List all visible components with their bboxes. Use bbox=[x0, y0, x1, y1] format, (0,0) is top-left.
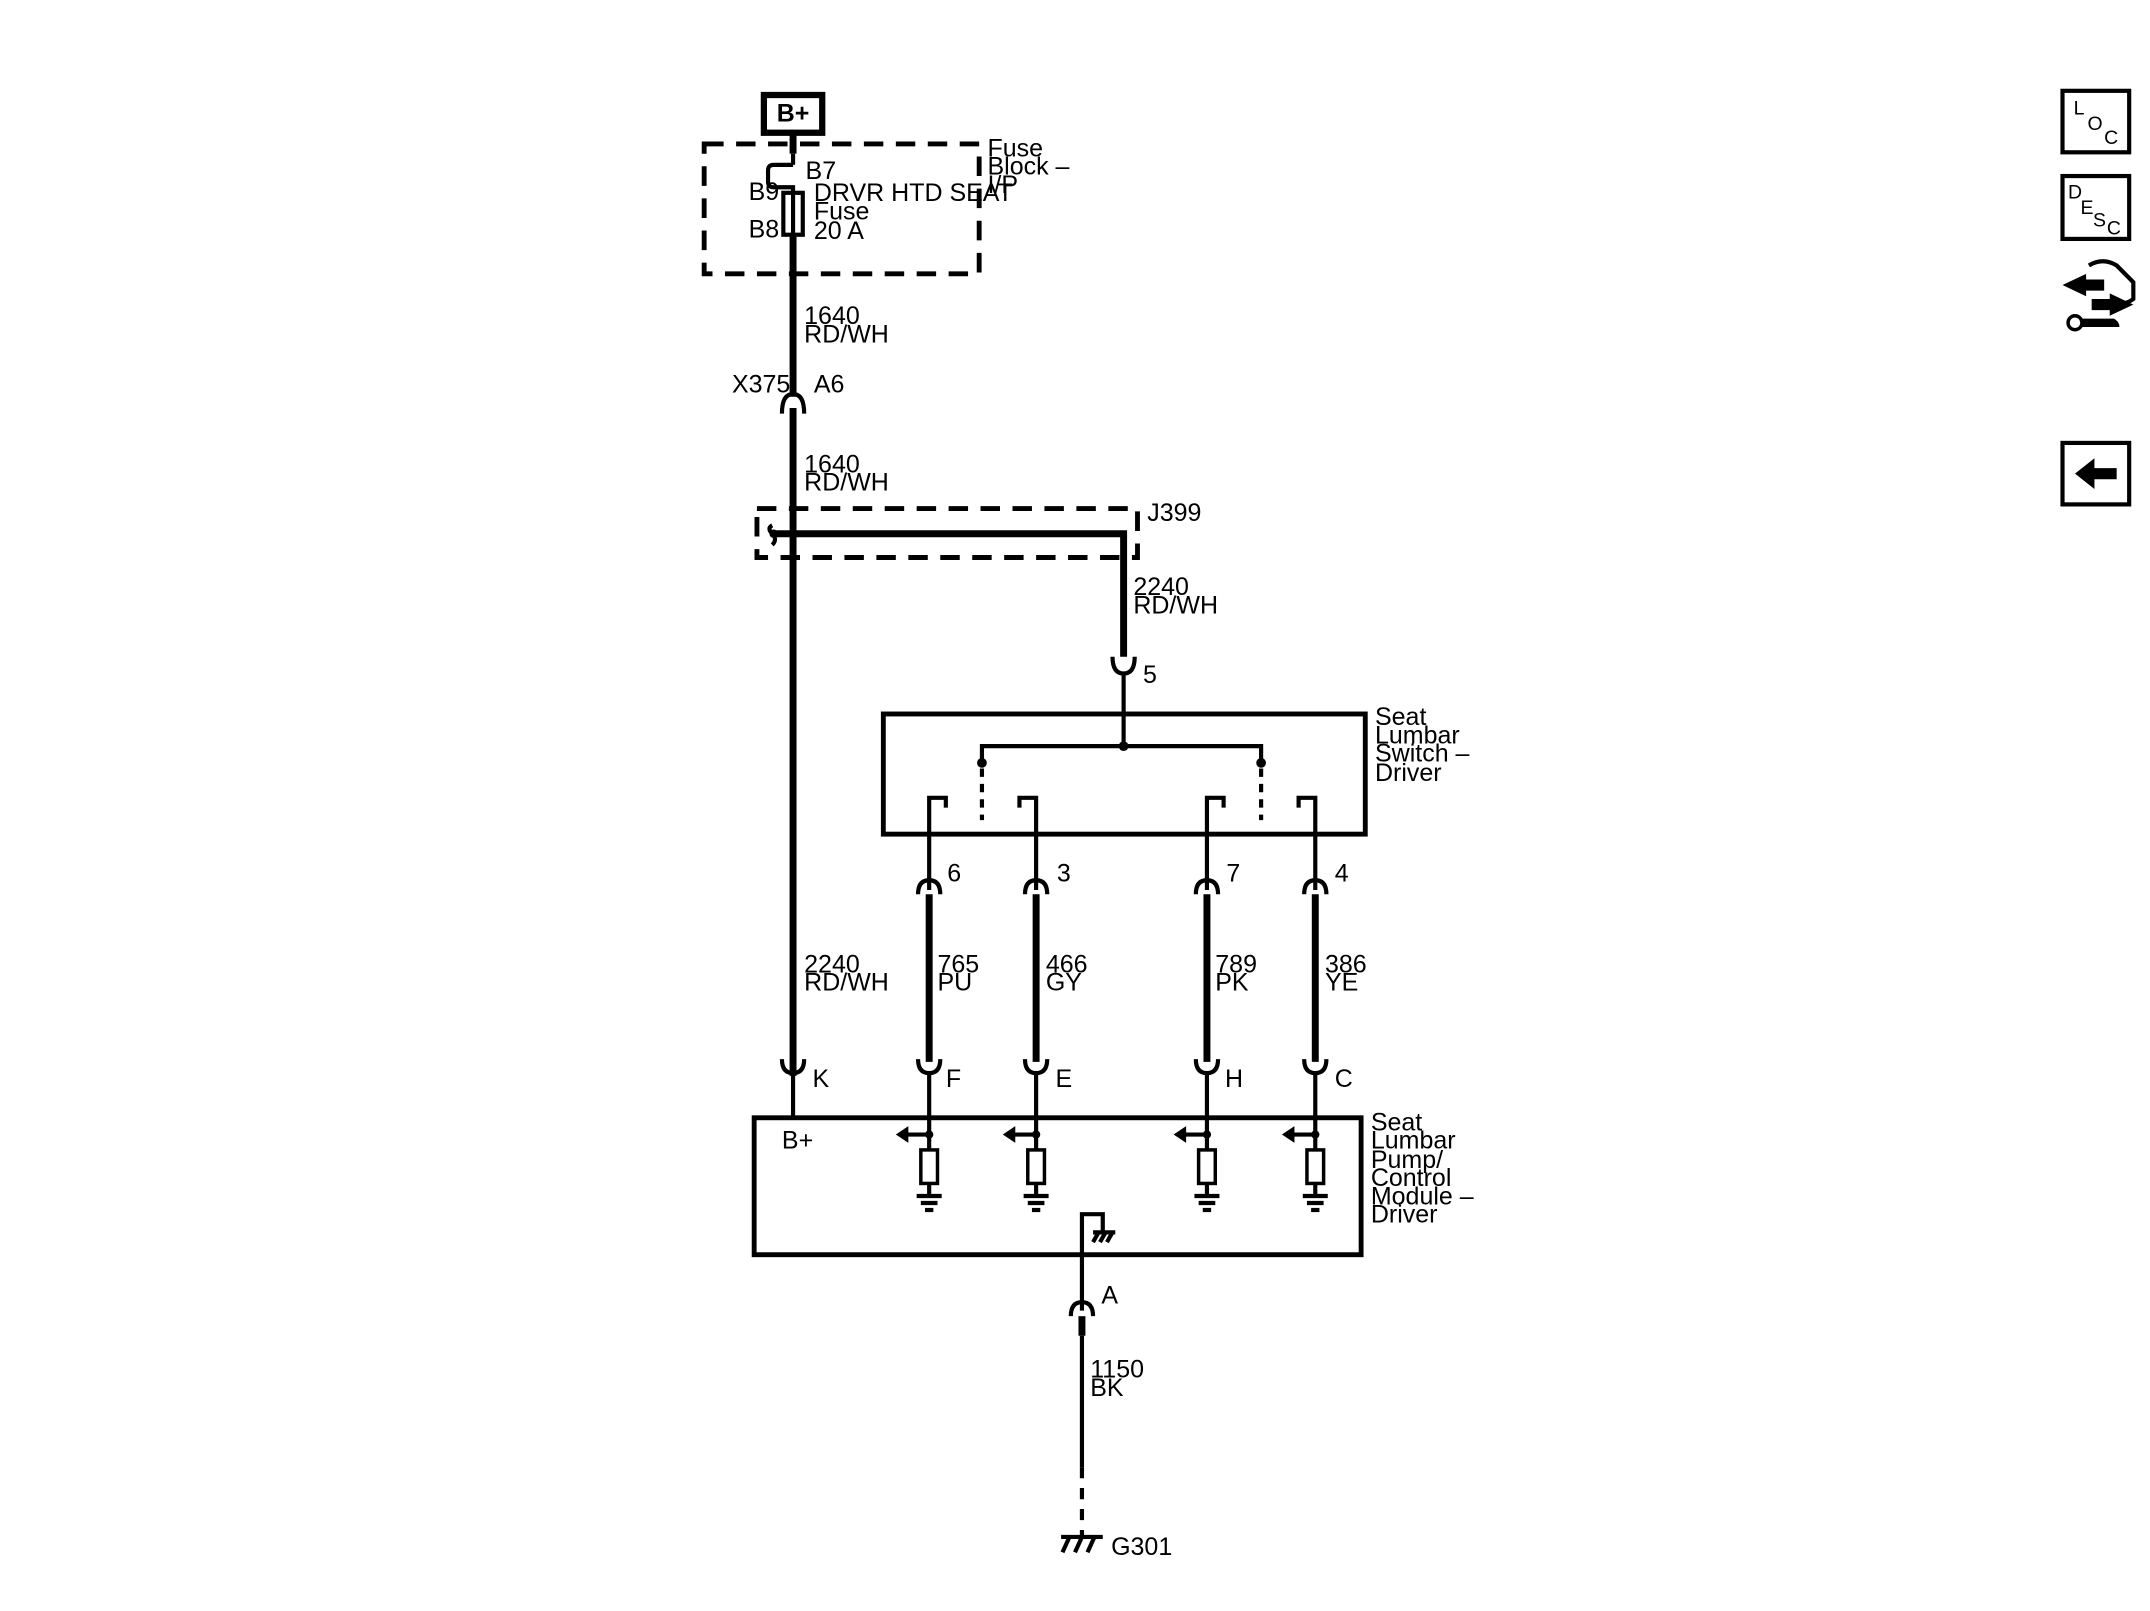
signal-wire-1: 6 765 PU F bbox=[915, 834, 980, 1118]
x375-connector bbox=[779, 391, 807, 414]
svg-text:20 A: 20 A bbox=[814, 217, 864, 245]
wire-1640-lower-circuit: 1640 bbox=[804, 450, 860, 478]
back-button[interactable] bbox=[2060, 440, 2132, 507]
svg-text:E: E bbox=[2081, 197, 2094, 219]
svg-text:Switch –: Switch – bbox=[1375, 739, 1469, 767]
wire-1640-lower-color: RD/WH bbox=[804, 468, 889, 496]
splice-j399-label: J399 bbox=[1147, 499, 1201, 527]
switch-label: Seat Lumbar Switch – Driver bbox=[1375, 703, 1469, 787]
wire-3-circuit: 789 bbox=[1215, 950, 1257, 978]
signal-wire-2: 3 466 GY E bbox=[1022, 834, 1088, 1118]
svg-text:I/P: I/P bbox=[988, 171, 1019, 199]
wire-3-color: PK bbox=[1215, 969, 1249, 997]
svg-text:DRVR HTD SEAT: DRVR HTD SEAT bbox=[814, 179, 1013, 207]
svg-text:Fuse: Fuse bbox=[988, 134, 1044, 162]
fuse-block-label: Fuse Block – I/P bbox=[988, 134, 1070, 198]
module-pin-3: H bbox=[1225, 1065, 1243, 1093]
x375-label: X375 bbox=[732, 371, 790, 399]
seat-lumbar-module bbox=[751, 1115, 1364, 1258]
svg-text:C: C bbox=[2107, 218, 2121, 240]
power-source: B+ bbox=[760, 91, 826, 136]
switch-pin-3: 7 bbox=[1226, 860, 1240, 888]
svg-text:Lumbar: Lumbar bbox=[1371, 1126, 1456, 1154]
svg-text:Fuse: Fuse bbox=[814, 197, 870, 225]
svg-text:Module –: Module – bbox=[1371, 1182, 1474, 1210]
wire-1640-upper-circuit: 1640 bbox=[804, 302, 860, 330]
module-pin-2: E bbox=[1056, 1065, 1073, 1093]
loc-button-icon bbox=[2060, 88, 2132, 155]
fuse-pin-top: B9 bbox=[749, 178, 780, 206]
switch-contacts bbox=[927, 713, 1318, 836]
power-source-label: B+ bbox=[777, 99, 810, 127]
x375-pin: A6 bbox=[814, 371, 845, 399]
switch-pin-5: 5 bbox=[1143, 661, 1157, 689]
wire-2240-switch-circuit: 2240 bbox=[1133, 573, 1189, 601]
wire-1-color: PU bbox=[938, 969, 973, 997]
fuse-block-outline bbox=[701, 141, 982, 277]
svg-text:S: S bbox=[2093, 209, 2106, 231]
svg-text:Seat: Seat bbox=[1371, 1108, 1422, 1136]
module-input-circuits bbox=[895, 1117, 1328, 1213]
desc-button-icon bbox=[2060, 173, 2132, 242]
svg-text:Lumbar: Lumbar bbox=[1375, 721, 1460, 749]
switch-connector-5 bbox=[1110, 656, 1137, 676]
module-pin-1: F bbox=[946, 1065, 961, 1093]
svg-text:D: D bbox=[2068, 181, 2082, 203]
wire-2-circuit: 466 bbox=[1046, 950, 1088, 978]
back-arrow-icon bbox=[2075, 458, 2117, 490]
connector-info-button[interactable] bbox=[2062, 259, 2136, 332]
ground-g301-symbol bbox=[1060, 1534, 1103, 1554]
wire-2240-to-switch bbox=[773, 530, 1128, 657]
wire-2240-switch-color: RD/WH bbox=[1133, 591, 1218, 619]
svg-text:Control: Control bbox=[1371, 1164, 1452, 1192]
svg-text:Block –: Block – bbox=[988, 153, 1070, 181]
ground-wire-color: BK bbox=[1090, 1374, 1124, 1402]
svg-text:Seat: Seat bbox=[1375, 703, 1426, 731]
svg-text:L: L bbox=[2074, 98, 2085, 120]
fuse-pin-bottom: B8 bbox=[749, 215, 780, 243]
wire-2-color: GY bbox=[1046, 969, 1082, 997]
wire-4-circuit: 386 bbox=[1325, 950, 1367, 978]
fuse-pin-in: B7 bbox=[806, 157, 837, 185]
svg-text:Driver: Driver bbox=[1375, 759, 1442, 787]
desc-button[interactable]: D E S C bbox=[2060, 173, 2132, 242]
wire-2240-module-color: RD/WH bbox=[804, 969, 889, 997]
fuse-bridge bbox=[765, 153, 796, 193]
wire-4-color: YE bbox=[1325, 969, 1358, 997]
module-connector-a bbox=[1068, 1300, 1096, 1317]
fuse-label: DRVR HTD SEAT Fuse 20 A bbox=[814, 179, 1013, 245]
connector-hand-icon bbox=[2062, 259, 2136, 332]
ground-wire-circuit: 1150 bbox=[1090, 1356, 1144, 1384]
svg-text:Driver: Driver bbox=[1371, 1201, 1438, 1229]
loc-button[interactable]: L O C bbox=[2060, 88, 2132, 155]
module-label: Seat Lumbar Pump/ Control Module – Drive… bbox=[1371, 1108, 1474, 1228]
svg-text:C: C bbox=[2104, 127, 2118, 149]
wire-1-circuit: 765 bbox=[938, 950, 980, 978]
svg-text:O: O bbox=[2088, 113, 2103, 135]
switch-pin-2: 3 bbox=[1057, 860, 1071, 888]
signal-wire-3: 7 789 PK H bbox=[1193, 834, 1257, 1118]
module-pin-k: K bbox=[813, 1065, 830, 1093]
ground-g301-label: G301 bbox=[1111, 1533, 1172, 1561]
svg-text:Pump/: Pump/ bbox=[1371, 1146, 1443, 1174]
wire-1640-upper-color: RD/WH bbox=[804, 320, 889, 348]
module-pin-4: C bbox=[1335, 1065, 1353, 1093]
switch-pin-4: 4 bbox=[1335, 860, 1349, 888]
module-pin-a: A bbox=[1101, 1282, 1118, 1310]
wire-2240-module-circuit: 2240 bbox=[804, 950, 860, 978]
module-chassis-ground bbox=[1079, 1212, 1116, 1255]
switch-pin-1: 6 bbox=[947, 860, 961, 888]
module-supply-label: B+ bbox=[782, 1126, 813, 1154]
signal-wire-4: 4 386 YE C bbox=[1302, 834, 1367, 1118]
splice-j399-outline bbox=[754, 506, 1140, 560]
